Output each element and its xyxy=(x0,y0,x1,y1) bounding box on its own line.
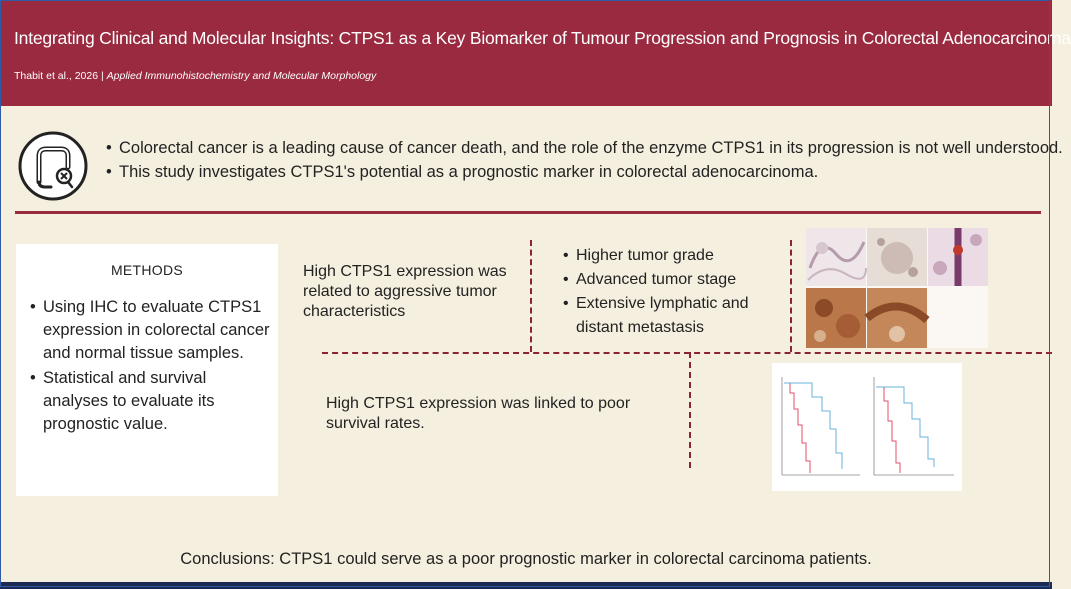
methods-title: METHODS xyxy=(110,262,184,278)
kaplan-meier-plot xyxy=(772,363,962,491)
methods-card: METHODS Using IHC to evaluate CTPS1 expr… xyxy=(16,244,278,496)
micrograph-image xyxy=(864,288,930,348)
conclusion-text: Conclusions: CTPS1 could serve as a poor… xyxy=(180,550,872,568)
list-item: Extensive lymphatic and distant metastas… xyxy=(563,292,763,340)
dashed-divider xyxy=(689,352,691,468)
byline: Thabit et al., 2026 | Applied Immunohist… xyxy=(14,70,376,82)
paper-title: Integrating Clinical and Molecular Insig… xyxy=(14,28,1071,48)
footer-strip xyxy=(0,582,1052,589)
list-item: Higher tumor grade xyxy=(563,244,763,268)
micrograph-image xyxy=(867,228,927,286)
micrograph-image xyxy=(928,228,988,286)
tumor-features-list: Higher tumor grade Advanced tumor stage … xyxy=(563,244,763,340)
list-item: Advanced tumor stage xyxy=(563,268,763,292)
header-banner: Integrating Clinical and Molecular Insig… xyxy=(0,0,1071,106)
micrograph-image xyxy=(806,228,867,286)
list-item: Statistical and survival analyses to eva… xyxy=(30,367,274,436)
micrograph-image xyxy=(806,288,866,348)
aggressive-finding-text: High CTPS1 expression was related to agg… xyxy=(303,263,507,320)
dashed-divider xyxy=(790,240,792,352)
list-item: Using IHC to evaluate CTPS1 expression i… xyxy=(30,296,274,365)
authors: Thabit et al., 2026 xyxy=(14,70,99,82)
list-item: Colorectal cancer is a leading cause of … xyxy=(106,136,1063,160)
methods-bullets: Using IHC to evaluate CTPS1 expression i… xyxy=(30,296,274,438)
survival-finding-text: High CTPS1 expression was linked to poor… xyxy=(326,395,631,432)
intro-bullets: Colorectal cancer is a leading cause of … xyxy=(106,136,1063,184)
dashed-divider xyxy=(530,240,532,352)
section-divider xyxy=(15,211,1041,214)
list-item: This study investigates CTPS1's potentia… xyxy=(106,160,1063,184)
survival-curves-panel xyxy=(772,363,962,491)
introduction-section: Colorectal cancer is a leading cause of … xyxy=(0,118,1063,210)
colon-icon xyxy=(18,131,88,201)
ihc-micrograph-panel xyxy=(806,228,988,348)
dashed-divider xyxy=(322,352,1052,354)
journal-name: Applied Immunohistochemistry and Molecul… xyxy=(106,70,377,82)
byline-separator: | xyxy=(100,70,104,82)
